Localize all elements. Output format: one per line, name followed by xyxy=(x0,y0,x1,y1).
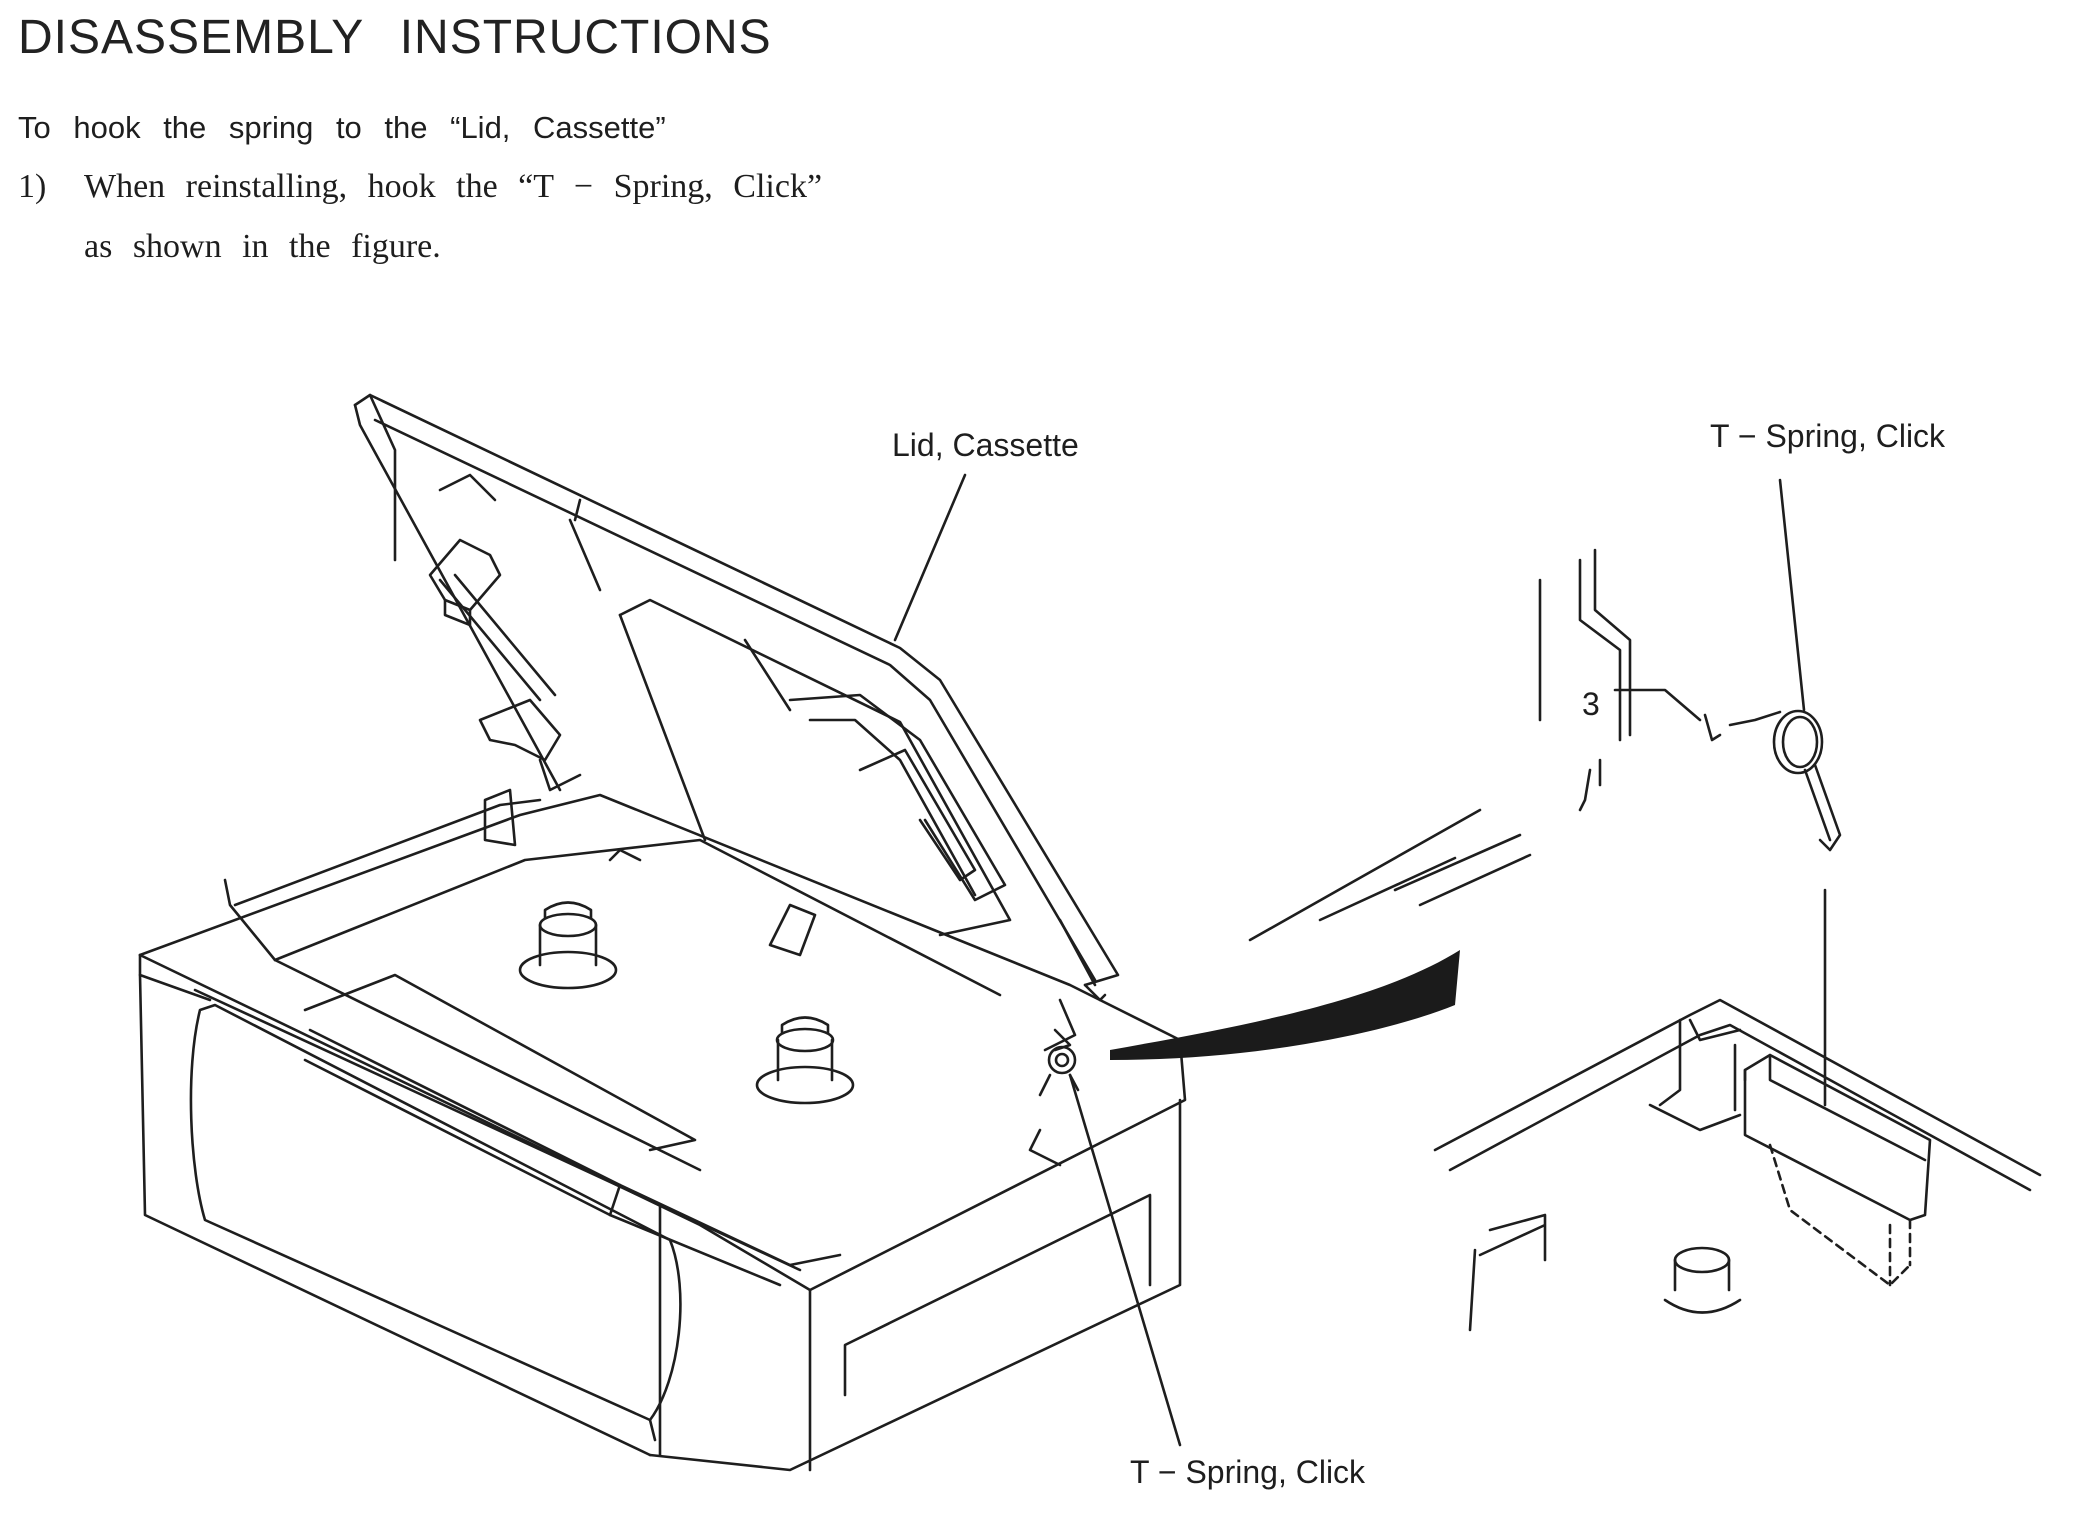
page-title: DISASSEMBLY INSTRUCTIONS xyxy=(18,11,772,64)
spring-detail-view xyxy=(1433,548,2042,1332)
label-spring-detail: T − Spring, Click xyxy=(1710,418,1946,454)
motion-lines xyxy=(1248,808,1532,942)
leader-spring-bottom xyxy=(1068,1073,1182,1447)
detail-mark: 3 xyxy=(1582,686,1600,722)
step-1-continuation: as shown in the figure. xyxy=(84,228,441,265)
detail-wedge xyxy=(1110,950,1460,1060)
step-1: 1) When reinstalling, hook the “T − Sprin… xyxy=(18,168,822,206)
label-spring-bottom: T − Spring, Click xyxy=(1130,1454,1366,1490)
cassette-deck-body xyxy=(138,788,1187,1472)
label-lid-cassette: Lid, Cassette xyxy=(892,427,1079,463)
step-1-number: 1) xyxy=(18,168,47,205)
leader-spring-detail xyxy=(1778,478,1806,712)
step-1-text: When reinstalling, hook the “T − Spring,… xyxy=(84,168,823,205)
lid-cassette-part xyxy=(353,393,1120,1002)
intro-text: To hook the spring to the “Lid, Cassette… xyxy=(18,110,666,145)
leader-lid-cassette xyxy=(893,473,967,642)
